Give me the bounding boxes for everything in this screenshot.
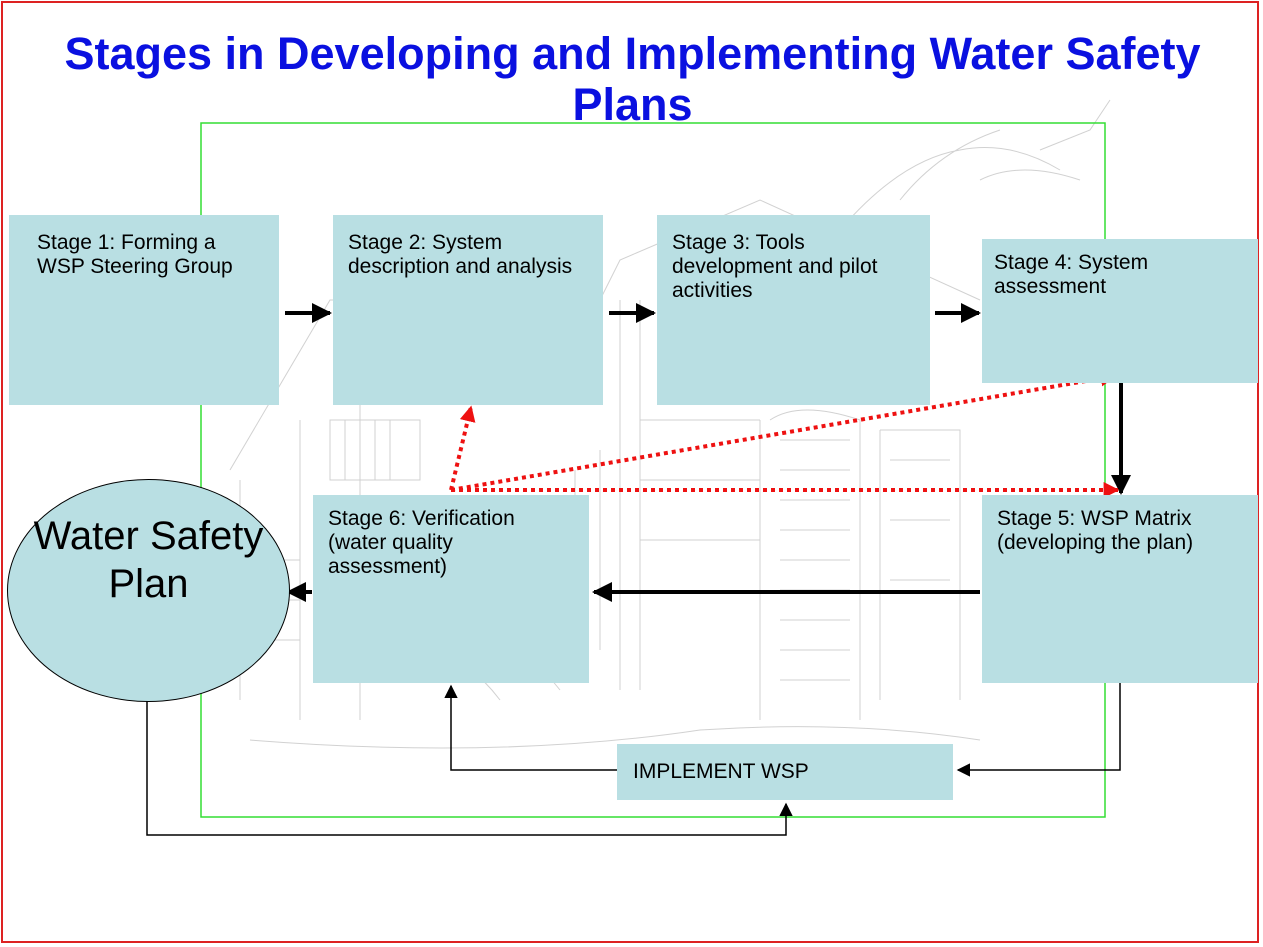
connector-water-safety-plan-to-implement [146,697,793,836]
feedback-arrow-to-stage2 [449,405,476,491]
stage-6-label: Stage 6: Verification (water quality ass… [328,507,515,578]
connector-implement-to-stage6 [444,684,618,771]
implement-wsp-label: IMPLEMENT WSP [633,760,809,783]
slide-title: Stages in Developing and Implementing Wa… [64,28,1201,128]
stage-5-label: Stage 5: WSP Matrix (developing the plan… [997,507,1194,554]
feedback-arrow-to-stage4 [450,370,1117,492]
stage-4-label: Stage 4: System assessment [994,251,1149,298]
stage-2-label: Stage 2: System description and analysis [348,231,573,278]
water-safety-plan-label: Water Safety Plan [33,514,264,606]
water-safety-plan-ellipse [7,479,290,702]
stage-3-label: Stage 3: Tools development and pilot act… [672,231,878,302]
stage-2-box: Stage 2: System description and analysis [333,215,603,405]
connector-stage5-to-implement [956,680,1121,777]
stage-4-box: Stage 4: System assessment [982,239,1258,383]
green-frame [200,122,1106,818]
stage-1-label: Stage 1: Forming a WSP Steering Group [37,231,233,278]
stage-1-box: Stage 1: Forming a WSP Steering Group [9,215,279,405]
stage-5-box: Stage 5: WSP Matrix (developing the plan… [982,495,1258,683]
stage-6-box: Stage 6: Verification (water quality ass… [313,495,589,683]
implement-wsp-box: IMPLEMENT WSP [617,744,953,800]
stage-3-box: Stage 3: Tools development and pilot act… [657,215,930,405]
